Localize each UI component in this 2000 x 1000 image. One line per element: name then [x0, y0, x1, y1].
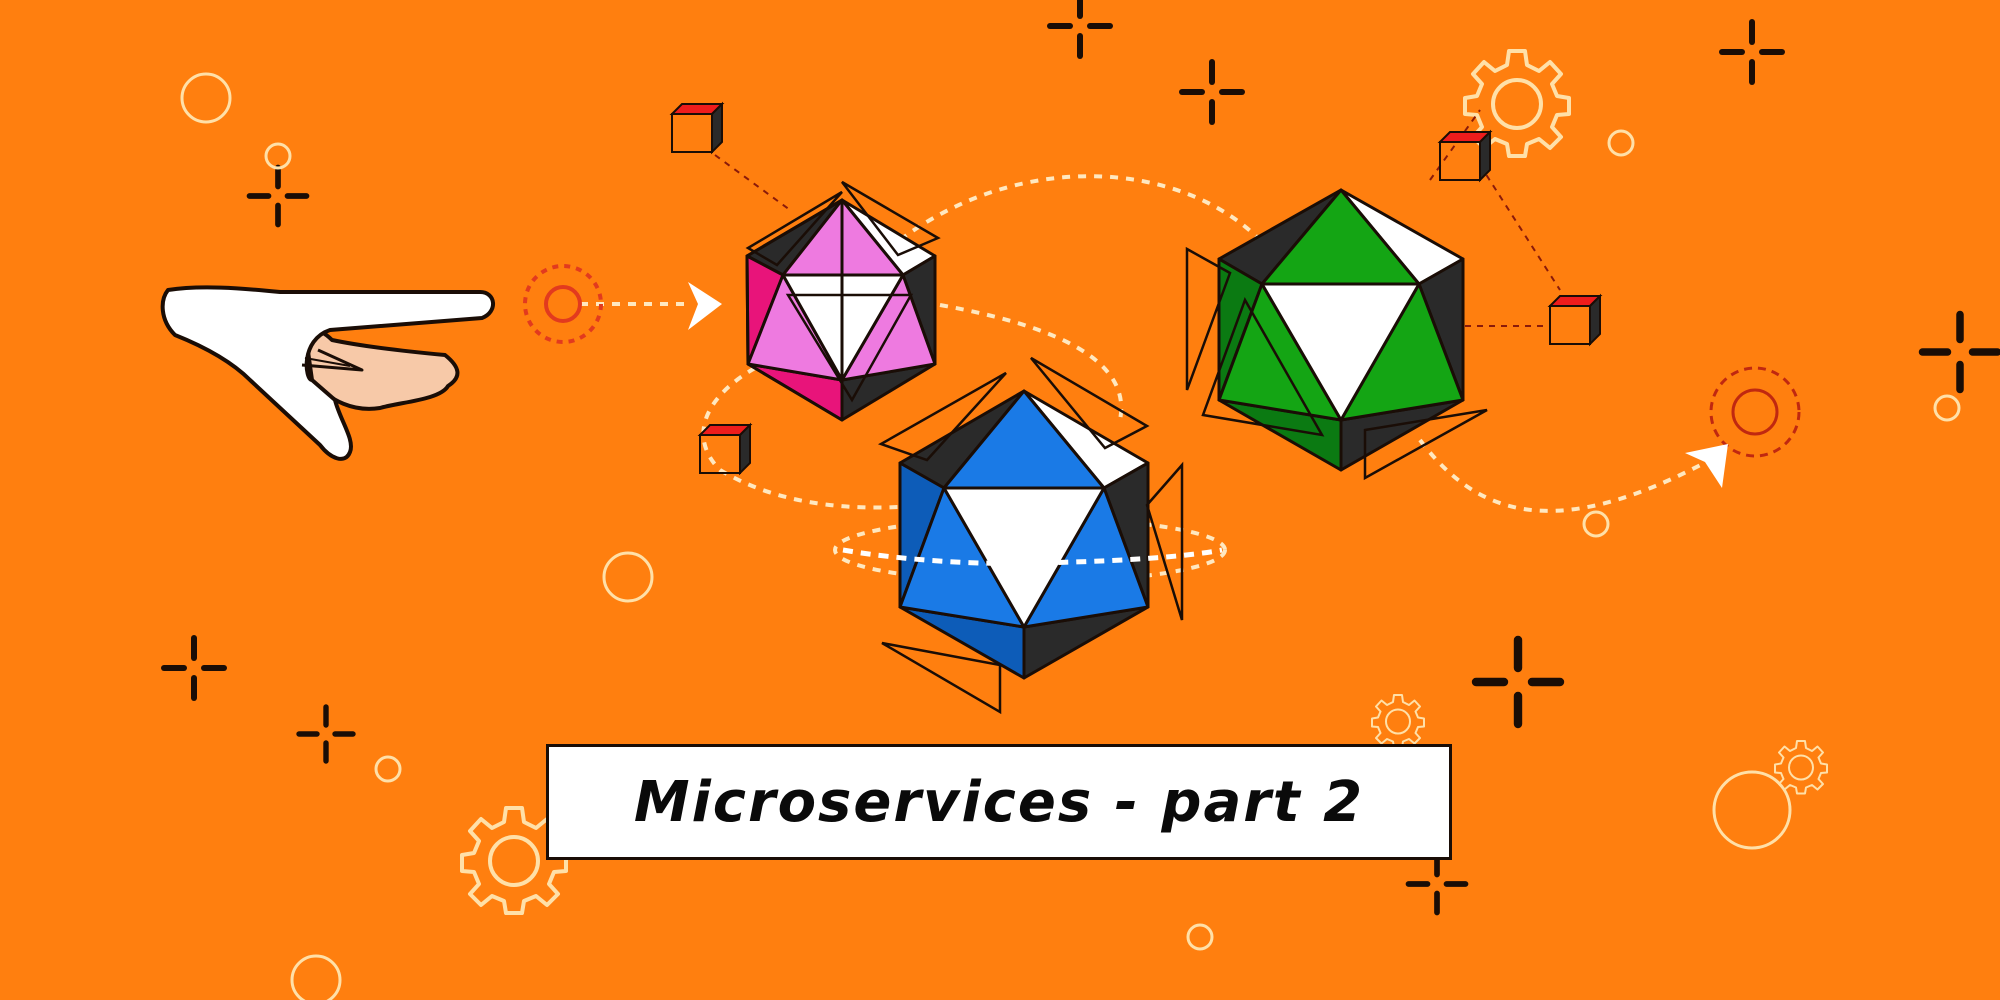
pointing-hand-icon [160, 285, 495, 461]
dashed-orbit-front [842, 547, 1223, 566]
green-icosahedron-node [1217, 188, 1465, 472]
page-title: Microservices - part 2 [633, 769, 1365, 835]
dashed-connection-path [580, 174, 1711, 584]
wireframe-triangle [877, 356, 1184, 715]
dashed-guide-line [714, 109, 1561, 327]
end-target-icon [1709, 366, 1801, 458]
circle-decoration [1582, 510, 1610, 538]
start-target-icon [523, 264, 603, 344]
arrowhead-icon [1685, 444, 1728, 488]
arrowhead-icon [688, 282, 722, 330]
title-banner: Microservices - part 2 [546, 744, 1452, 860]
circle-decoration [180, 72, 1961, 1000]
blue-icosahedron-node [898, 389, 1150, 680]
wireframe-triangle [745, 180, 941, 403]
wireframe-triangle [1185, 246, 1488, 481]
